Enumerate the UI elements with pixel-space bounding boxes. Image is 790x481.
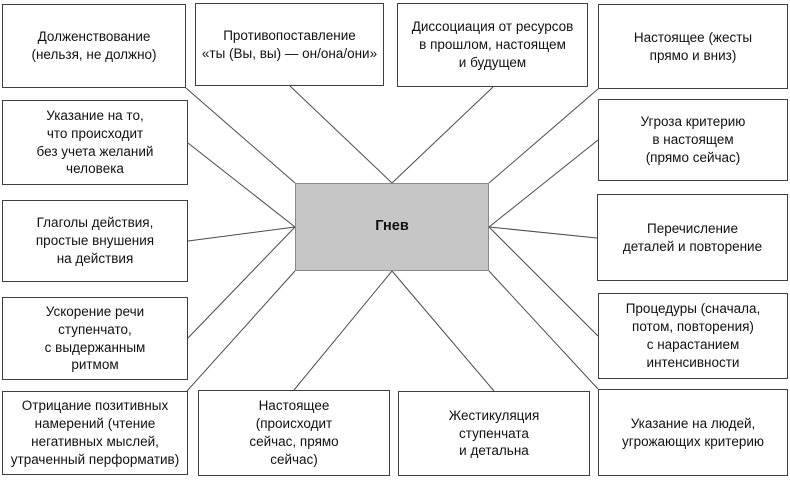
node-listing-details: Перечисление деталей и повторение (597, 194, 788, 281)
connector-gesticulation (391, 270, 495, 392)
connector-threat-to-criterion (488, 139, 599, 228)
connector-people-threatening (488, 270, 599, 390)
node-denial-positive-intentions: Отрицание позитивных намерений (чтение н… (2, 391, 188, 475)
connector-procedures (488, 226, 599, 337)
connector-listing-details (488, 226, 598, 239)
node-obligation: Долженствование (нельзя, не должно) (2, 4, 186, 88)
node-speech-acceleration: Ускорение речи ступенчато, с выдержанным… (2, 297, 188, 380)
node-ignoring-wishes: Указание на то, что происходит без учета… (2, 100, 188, 185)
node-gesticulation: Жестикуляция ступенчата и детальна (398, 391, 590, 476)
connector-action-verbs (187, 226, 296, 242)
node-threat-to-criterion: Угроза критерию в настоящем (прямо сейча… (598, 99, 788, 181)
connector-speech-acceleration (187, 226, 296, 339)
node-center-anger: Гнев (295, 183, 489, 271)
connector-present-now (293, 270, 393, 391)
connector-ignoring-wishes (187, 142, 296, 228)
connector-obligation (185, 87, 296, 184)
node-opposition: Противопоставление «ты (Вы, вы) — он/она… (195, 3, 384, 86)
node-action-verbs: Глаголы действия, простые внушения на де… (2, 200, 188, 282)
node-present-now: Настоящее (происходит сейчас, прямо сейч… (198, 390, 390, 476)
node-dissociation: Диссоциация от ресурсов в прошлом, насто… (397, 3, 588, 87)
node-present-gestures: Настоящее (жесты прямо и вниз) (598, 4, 788, 89)
node-people-threatening: Указание на людей, угрожающих критерию (598, 389, 788, 476)
connector-present-gestures (488, 88, 599, 184)
node-procedures: Процедуры (сначала, потом, повторения) с… (598, 293, 788, 379)
connector-dissociation (391, 86, 494, 184)
connector-denial-positive-intentions (186, 270, 296, 392)
connector-opposition (289, 85, 393, 184)
